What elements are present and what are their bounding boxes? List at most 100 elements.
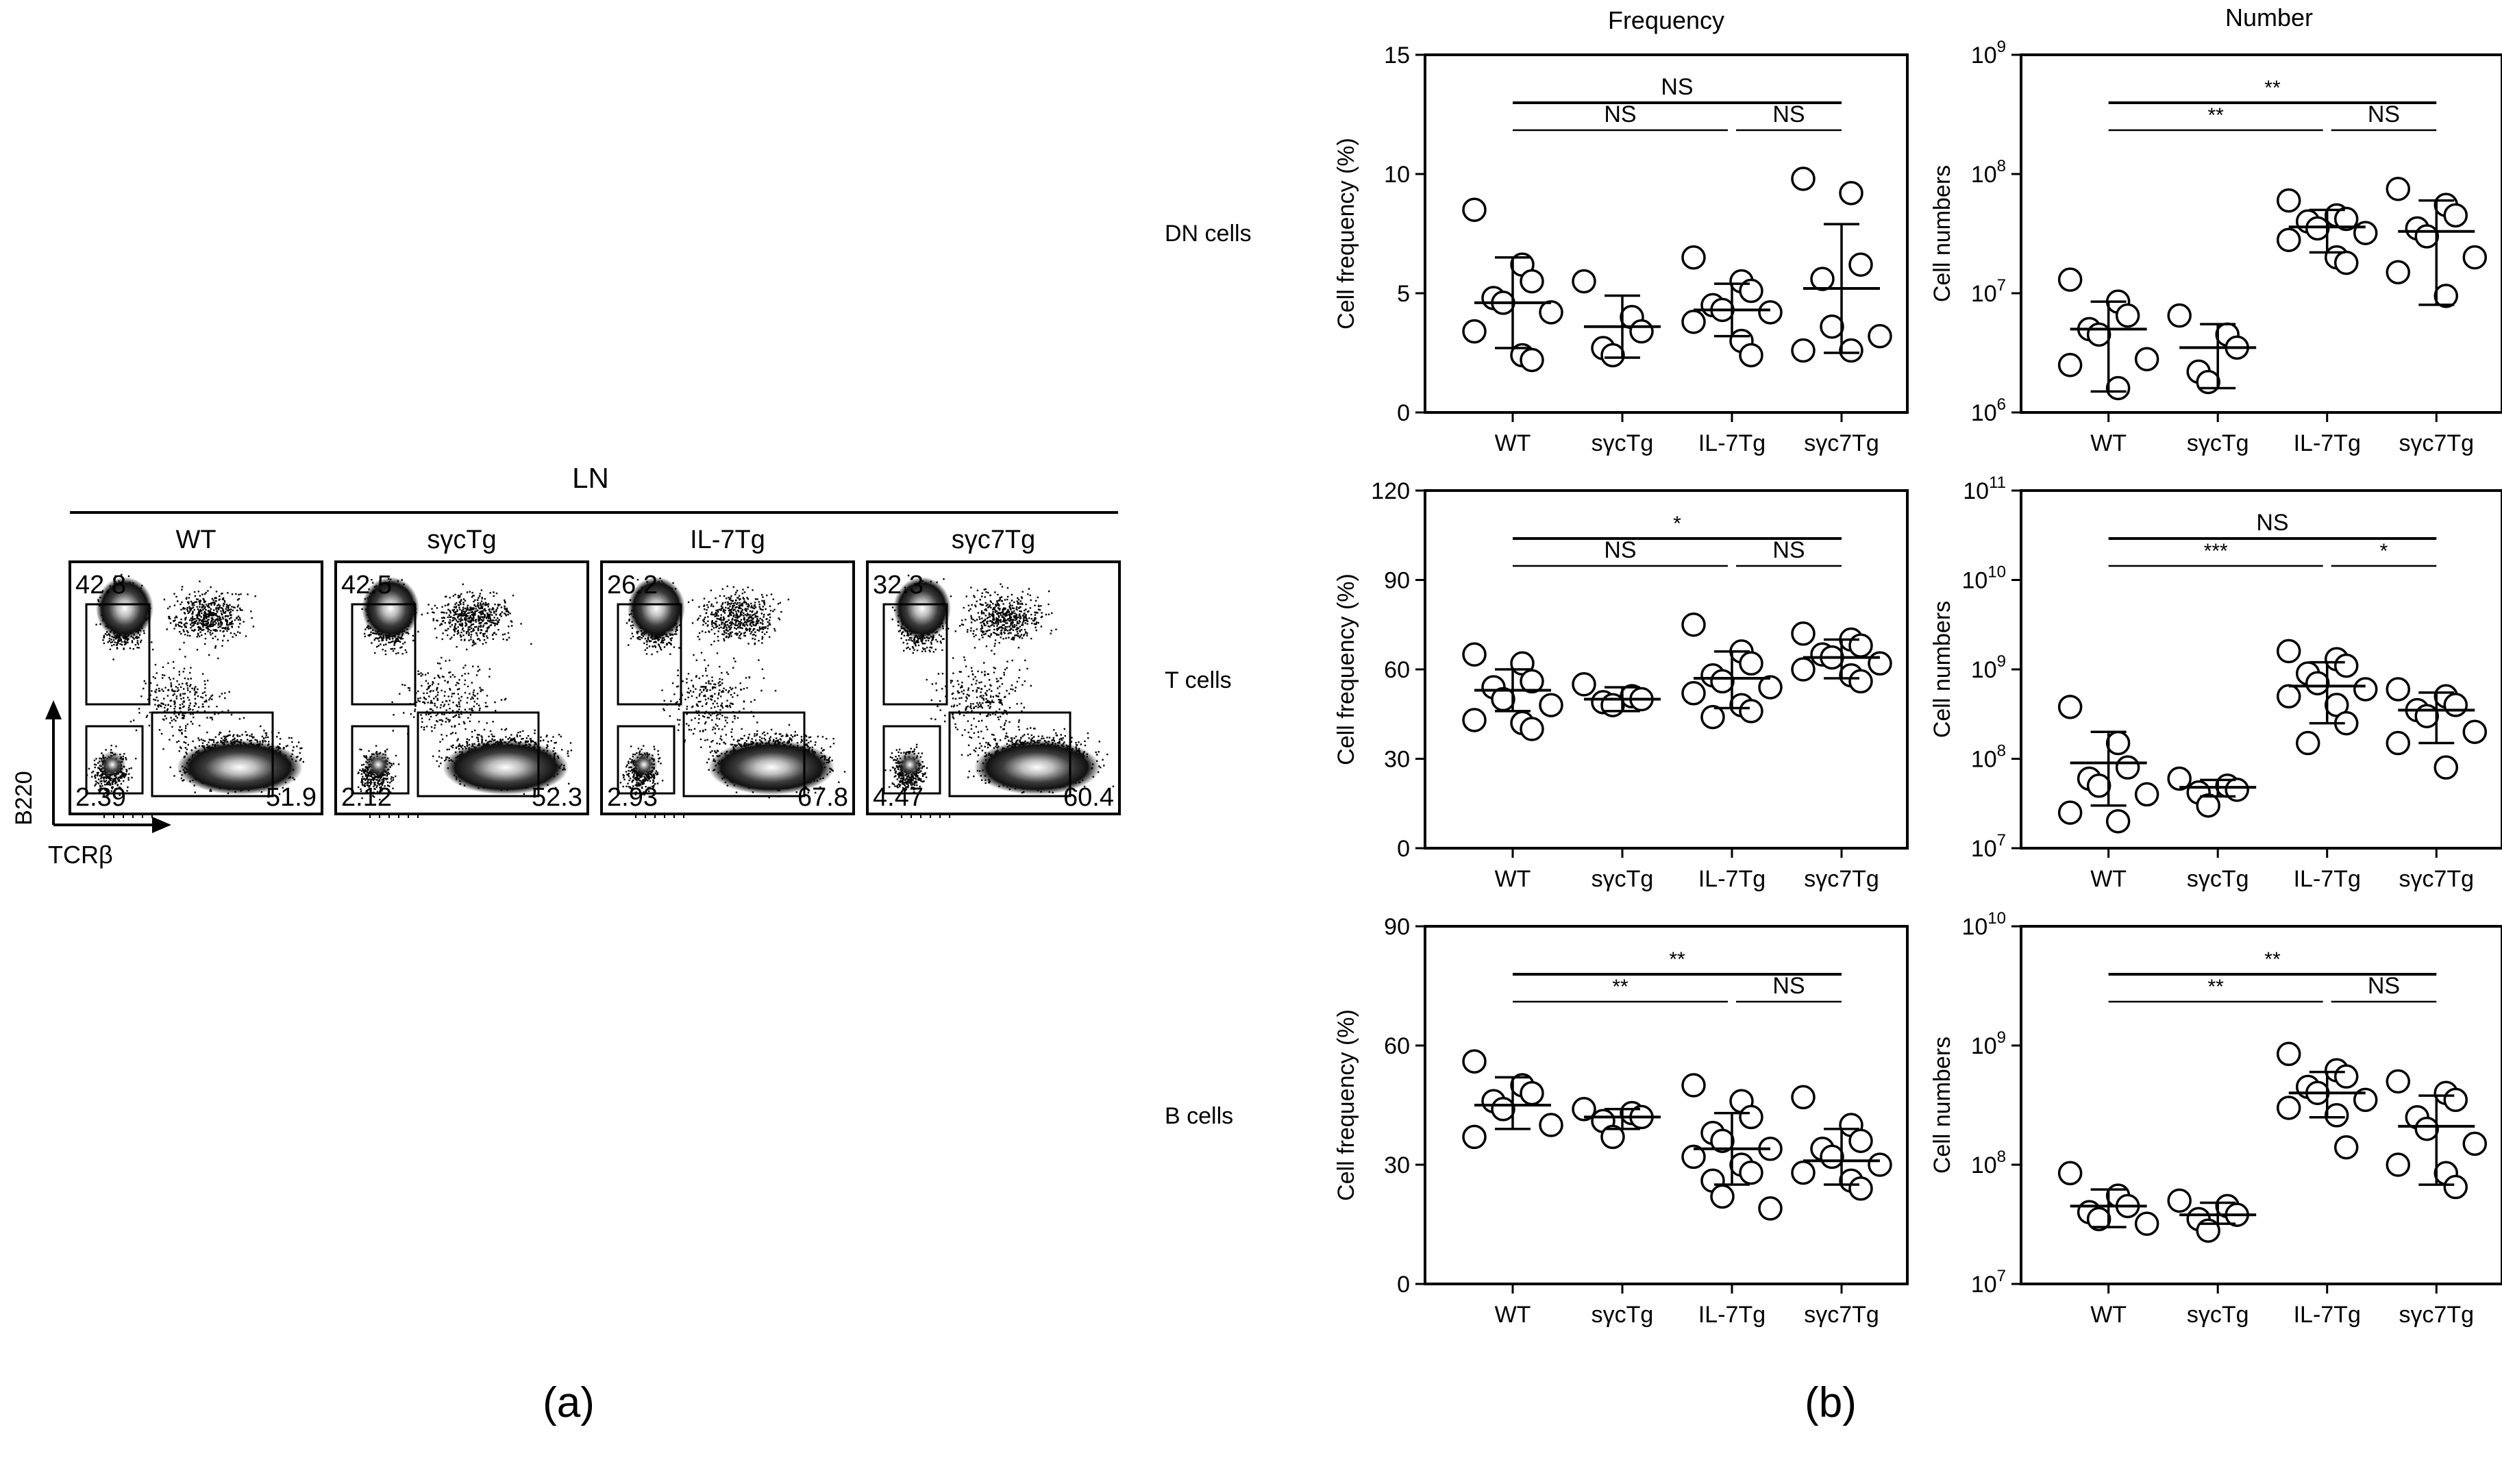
data-point bbox=[2353, 1087, 2378, 1113]
data-point bbox=[2414, 704, 2440, 728]
data-point bbox=[1600, 693, 1625, 717]
data-point bbox=[1758, 1196, 1783, 1221]
b-cell-gate bbox=[617, 603, 682, 706]
data-point bbox=[1839, 338, 1863, 363]
data-point bbox=[2443, 693, 2468, 717]
y-tick-label: 10 bbox=[1384, 162, 1410, 188]
dn-cell-gate bbox=[882, 725, 941, 795]
y-tick-label: 30 bbox=[1384, 1152, 1410, 1178]
flow-sample-name: IL-7Tg bbox=[690, 525, 765, 554]
data-point bbox=[2433, 284, 2459, 308]
data-point bbox=[2386, 260, 2411, 285]
data-point bbox=[2276, 684, 2301, 709]
data-point bbox=[2086, 1207, 2111, 1232]
data-point bbox=[2105, 808, 2131, 834]
data-point bbox=[1572, 269, 1596, 294]
x-tick-label: IL-7Tg bbox=[1698, 866, 1766, 892]
data-point bbox=[1739, 1104, 1763, 1130]
b-cell-percentage: 26.2 bbox=[607, 571, 658, 599]
data-point bbox=[1868, 1152, 1892, 1177]
data-point bbox=[1539, 693, 1563, 717]
dn-cell-gate bbox=[617, 725, 676, 795]
panel-label-a: (a) bbox=[543, 1379, 595, 1426]
data-point bbox=[1848, 1128, 1873, 1153]
x-tick-label: sγcTg bbox=[2187, 1302, 2249, 1328]
significance-label: NS bbox=[1772, 973, 1805, 999]
data-point bbox=[1791, 338, 1816, 363]
data-point bbox=[2134, 347, 2159, 371]
significance-label: NS bbox=[1772, 101, 1805, 127]
t-cell-population bbox=[177, 740, 303, 795]
t-cell-population bbox=[708, 740, 834, 795]
y-tick-label: 0 bbox=[1397, 400, 1410, 426]
x-tick-label: sγc7Tg bbox=[2399, 430, 2474, 456]
dn-cell-percentage: 2.12 bbox=[341, 783, 392, 812]
data-point bbox=[2386, 730, 2411, 756]
y-tick-label: 109 bbox=[1971, 38, 2006, 69]
data-point bbox=[2057, 800, 2083, 825]
b-cell-gate bbox=[351, 603, 417, 706]
x-tick-label: WT bbox=[1495, 430, 1531, 456]
x-tick-label: IL-7Tg bbox=[1698, 1302, 1766, 1328]
data-point bbox=[1820, 1144, 1844, 1170]
data-point bbox=[1600, 1124, 1625, 1150]
x-tick-label: sγc7Tg bbox=[1804, 1302, 1879, 1328]
y-tick-label: 5 bbox=[1397, 281, 1410, 307]
dn-cell-population bbox=[630, 751, 658, 778]
flow-x-axis-label: TCRβ bbox=[48, 841, 113, 869]
data-point bbox=[2105, 730, 2131, 756]
data-point bbox=[2295, 730, 2320, 756]
y-axis-label: Cell frequency (%) bbox=[1333, 138, 1359, 330]
data-point bbox=[2196, 369, 2220, 395]
data-point bbox=[2057, 1161, 2083, 1186]
significance-label: ** bbox=[1612, 976, 1628, 998]
x-tick-label: IL-7Tg bbox=[1698, 430, 1766, 456]
t-cell-gate bbox=[682, 711, 806, 797]
data-point bbox=[1810, 267, 1835, 291]
data-point bbox=[2433, 755, 2459, 780]
data-point bbox=[2333, 1135, 2359, 1160]
data-point bbox=[1791, 657, 1816, 682]
data-point bbox=[2276, 1096, 2301, 1120]
data-point bbox=[1758, 675, 1783, 700]
flow-sample-name: WT bbox=[175, 525, 216, 554]
y-tick-label: 120 bbox=[1371, 478, 1410, 504]
data-point bbox=[2333, 250, 2359, 275]
data-point bbox=[2057, 267, 2083, 292]
panel-label-b: (b) bbox=[1805, 1379, 1857, 1426]
t-cell-percentage: 60.4 bbox=[1063, 783, 1114, 812]
data-point bbox=[2462, 245, 2488, 270]
data-point bbox=[1868, 323, 1892, 349]
x-tick-label: IL-7Tg bbox=[2294, 1302, 2361, 1328]
dn-cell-percentage: 4.47 bbox=[873, 783, 924, 812]
column-title-number: Number bbox=[2225, 3, 2313, 32]
data-point bbox=[2333, 206, 2359, 232]
data-point bbox=[1848, 1176, 1873, 1201]
y-tick-label: 107 bbox=[1971, 276, 2006, 307]
x-tick-label: WT bbox=[1495, 1302, 1531, 1328]
data-point bbox=[2324, 1103, 2349, 1128]
y-axis-label: Cell frequency (%) bbox=[1333, 573, 1359, 765]
data-point bbox=[1520, 347, 1544, 373]
data-point bbox=[1739, 343, 1763, 368]
dn-cell-population bbox=[364, 751, 392, 778]
data-point bbox=[1539, 300, 1563, 325]
y-tick-label: 0 bbox=[1397, 1272, 1410, 1298]
data-point bbox=[2276, 227, 2301, 252]
t-cell-gate bbox=[151, 711, 274, 797]
data-point bbox=[1681, 245, 1706, 270]
b-cell-percentage: 32.3 bbox=[873, 571, 924, 599]
flow-axes-indicator: B220 TCRβ bbox=[11, 700, 171, 869]
data-point bbox=[2462, 719, 2488, 744]
data-point bbox=[1572, 1097, 1596, 1122]
data-point bbox=[2386, 176, 2411, 201]
data-point bbox=[1681, 310, 1706, 334]
data-point bbox=[2333, 1064, 2359, 1089]
t-cell-percentage: 51.9 bbox=[266, 783, 317, 812]
flow-y-axis-label: B220 bbox=[11, 771, 37, 825]
y-tick-label: 106 bbox=[1971, 395, 2006, 426]
